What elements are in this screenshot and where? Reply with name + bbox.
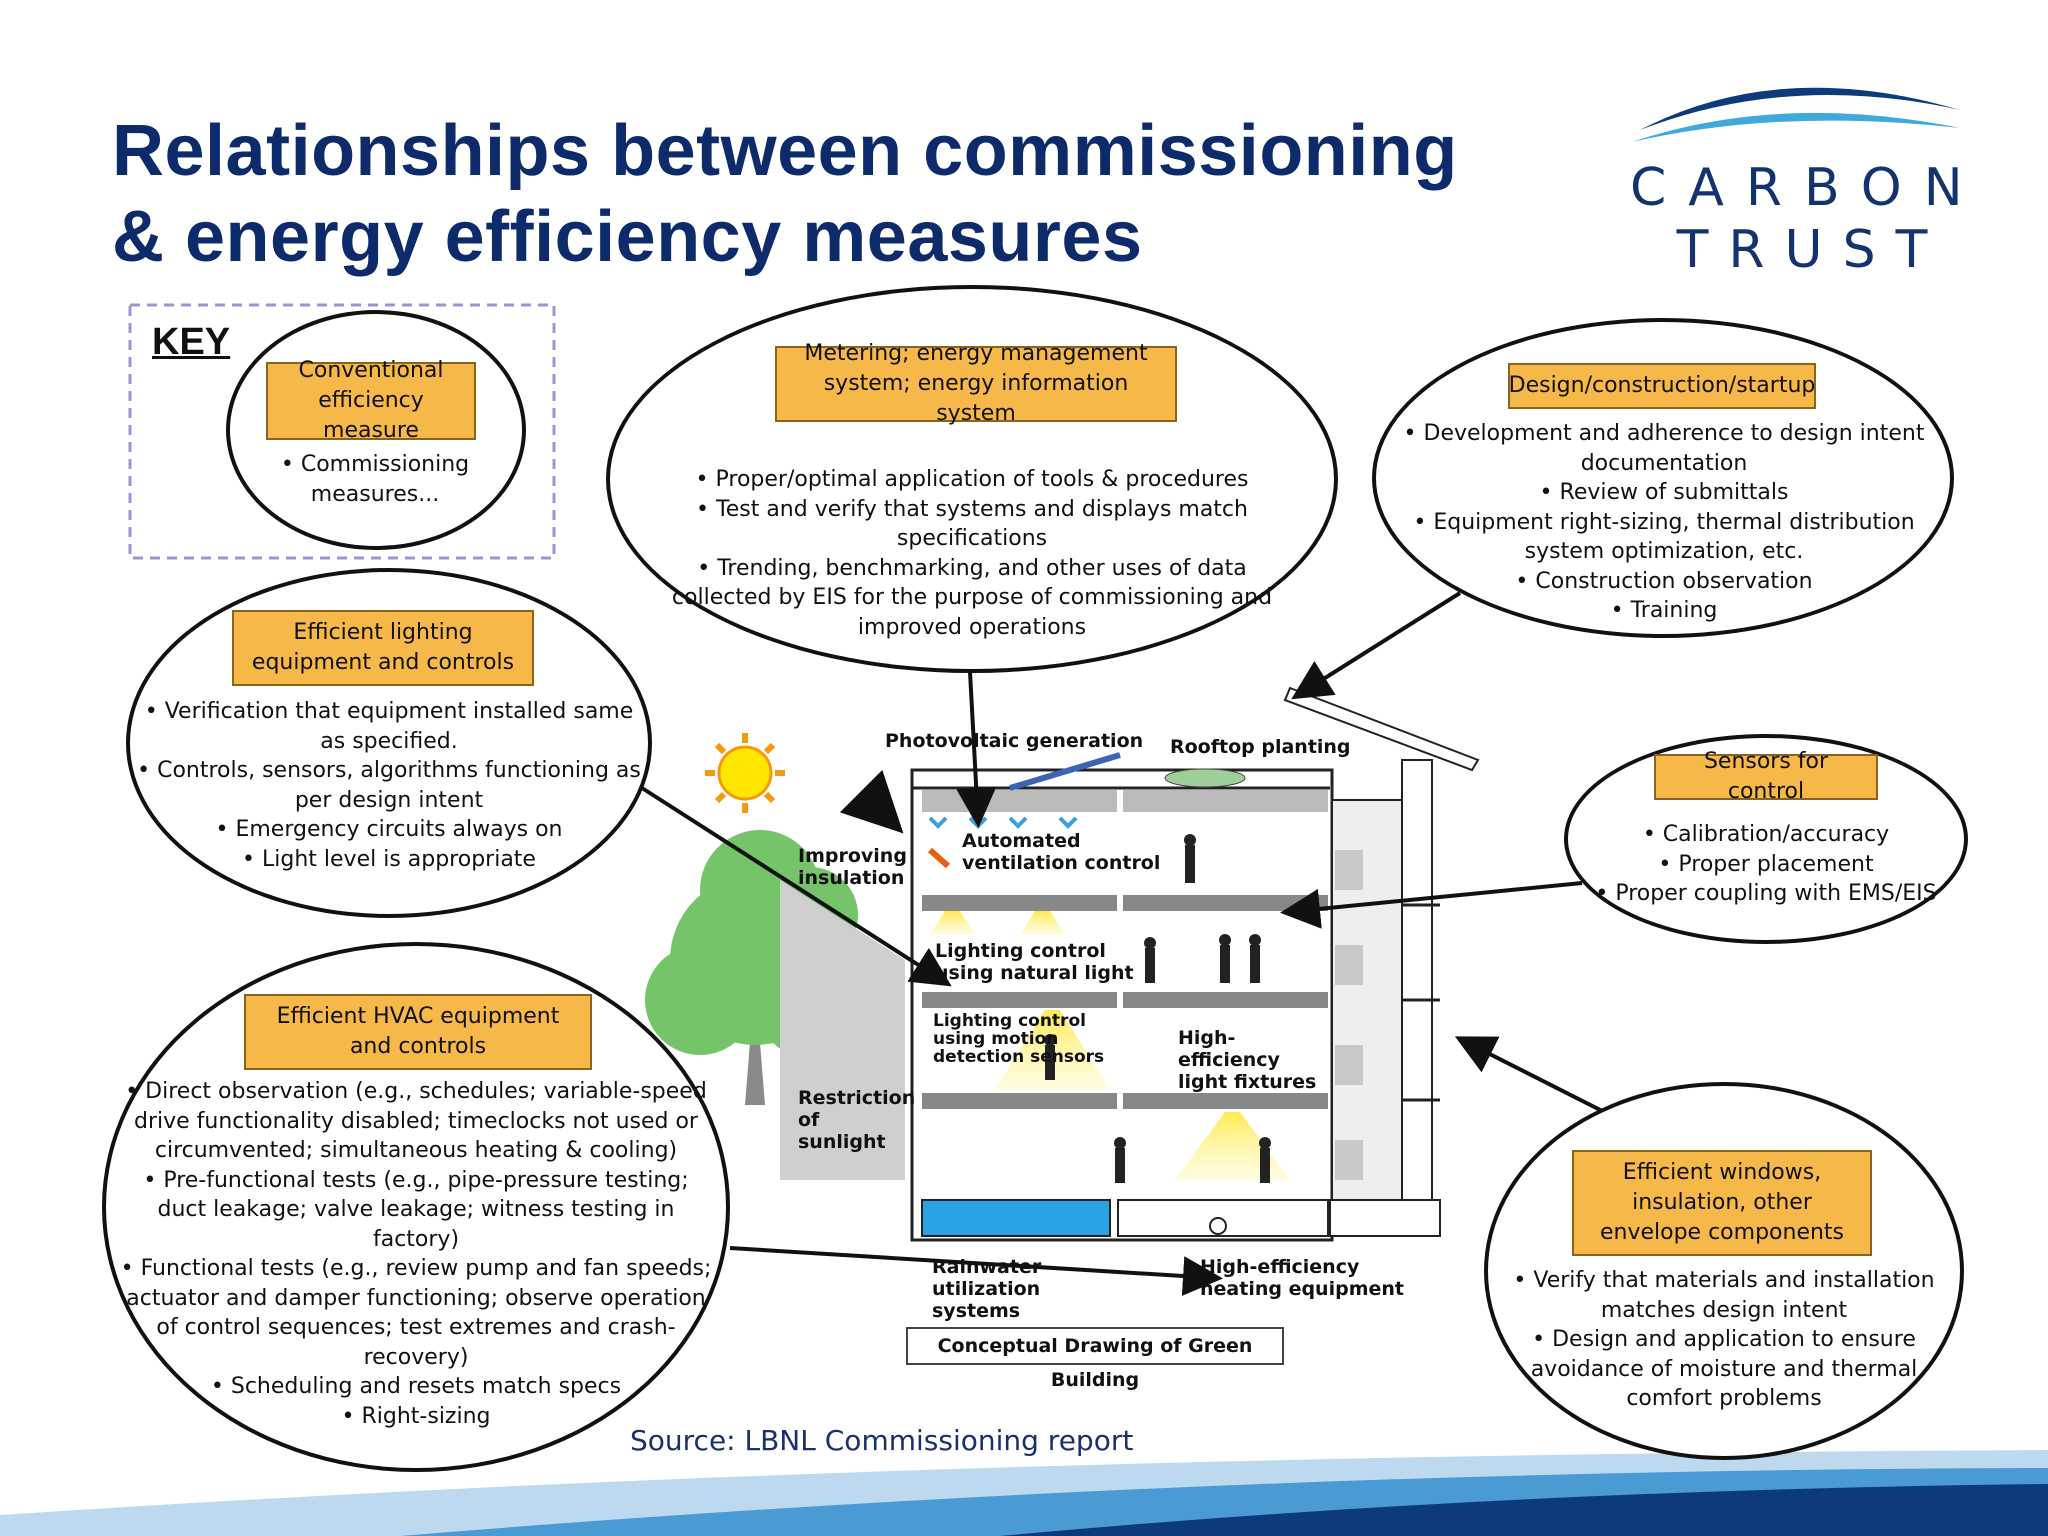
sensors-bullet: Calibration/accuracy bbox=[1590, 820, 1942, 850]
metering-bullet: Test and verify that systems and display… bbox=[662, 495, 1282, 554]
hvac-bullet: Direct observation (e.g., schedules; var… bbox=[118, 1077, 714, 1166]
design-bullet: Review of submittals bbox=[1398, 478, 1930, 508]
design-bullet: Development and adherence to design inte… bbox=[1398, 419, 1930, 478]
logo-swoosh-icon bbox=[1632, 87, 1960, 142]
metering-bullet: Trending, benchmarking, and other uses o… bbox=[662, 554, 1282, 643]
lighting-bullets: Verification that equipment installed sa… bbox=[136, 697, 642, 874]
lighting-bullet: Controls, sensors, algorithms functionin… bbox=[136, 756, 642, 815]
bottom-swoosh-icon bbox=[0, 1450, 2048, 1536]
design-bullet: Training bbox=[1398, 596, 1930, 626]
insulation-arrow-icons bbox=[839, 769, 950, 869]
hvac-bullets: Direct observation (e.g., schedules; var… bbox=[118, 1077, 714, 1431]
metering-bullet: Proper/optimal application of tools & pr… bbox=[662, 465, 1282, 495]
slide-title-line-1: Relationships between commissioning bbox=[112, 111, 1458, 191]
label-heating: High-efficiency heating equipment bbox=[1200, 1256, 1404, 1300]
label-ventilation: Automated ventilation control bbox=[962, 830, 1161, 874]
hvac-bullet: Pre-functional tests (e.g., pipe-pressur… bbox=[118, 1166, 714, 1255]
slide-title-line-2: & energy efficiency measures bbox=[112, 197, 1143, 277]
key-heading: KEY bbox=[152, 321, 231, 363]
sensors-bullets: Calibration/accuracy Proper placement Pr… bbox=[1590, 820, 1942, 909]
metering-box: Metering; energy management system; ener… bbox=[775, 341, 1177, 426]
metering-bullets: Proper/optimal application of tools & pr… bbox=[606, 465, 1338, 642]
envelope-box: Efficient windows, insulation, other env… bbox=[1572, 1150, 1872, 1256]
sensors-box: Sensors for control bbox=[1654, 749, 1878, 804]
hvac-bullet: Right-sizing bbox=[118, 1402, 714, 1432]
hvac-bullet: Functional tests (e.g., review pump and … bbox=[118, 1254, 714, 1372]
key-box: Conventional efficiency measure bbox=[266, 358, 476, 443]
key-bullets: Commissioning measures... bbox=[255, 450, 495, 509]
label-lighting-natural: Lighting control using natural light bbox=[935, 940, 1134, 984]
green-building-drawing bbox=[780, 686, 1480, 1242]
slide-title: Relationships between commissioning & en… bbox=[112, 108, 1458, 280]
hvac-box: Efficient HVAC equipment and controls bbox=[244, 994, 592, 1070]
envelope-bullet: Verify that materials and installation m… bbox=[1500, 1266, 1948, 1325]
hvac-bullet: Scheduling and resets match specs bbox=[118, 1372, 714, 1402]
drawing-caption: Conceptual Drawing of Green Building bbox=[906, 1327, 1284, 1391]
label-insulation: Improving insulation bbox=[798, 845, 907, 889]
sensors-bullet: Proper placement bbox=[1590, 850, 1942, 880]
envelope-bullet: Design and application to ensure avoidan… bbox=[1500, 1325, 1948, 1414]
key-frame bbox=[128, 303, 556, 560]
lighting-bullet: Verification that equipment installed sa… bbox=[136, 697, 642, 756]
envelope-bullets: Verify that materials and installation m… bbox=[1500, 1266, 1948, 1414]
source-note: Source: LBNL Commissioning report bbox=[630, 1424, 1134, 1457]
lighting-box: Efficient lighting equipment and control… bbox=[232, 610, 534, 686]
label-fixtures: High-efficiency light fixtures bbox=[1178, 1027, 1317, 1093]
design-bullet: Construction observation bbox=[1398, 567, 1930, 597]
label-rooftop: Rooftop planting bbox=[1170, 736, 1351, 758]
lighting-bullet: Light level is appropriate bbox=[136, 845, 642, 875]
sun-icon bbox=[705, 733, 785, 813]
label-sunlight: Restriction of sunlight bbox=[798, 1087, 916, 1153]
logo-word-trust: TRUST bbox=[1676, 220, 1948, 280]
carbon-trust-logo: CARBON TRUST bbox=[1630, 62, 1970, 282]
label-rainwater: Rainwater utilization systems bbox=[932, 1256, 1042, 1322]
sensors-bullet: Proper coupling with EMS/EIS bbox=[1590, 879, 1942, 909]
logo-word-carbon: CARBON bbox=[1630, 158, 1985, 218]
label-lighting-motion: Lighting control using motion detection … bbox=[933, 1011, 1105, 1067]
label-photovoltaic: Photovoltaic generation bbox=[885, 730, 1144, 752]
design-box: Design/construction/startup bbox=[1508, 363, 1816, 409]
lighting-bullet: Emergency circuits always on bbox=[136, 815, 642, 845]
design-bullet: Equipment right-sizing, thermal distribu… bbox=[1398, 508, 1930, 567]
key-bullet: Commissioning measures... bbox=[255, 450, 495, 509]
design-bullets: Development and adherence to design inte… bbox=[1398, 419, 1930, 626]
